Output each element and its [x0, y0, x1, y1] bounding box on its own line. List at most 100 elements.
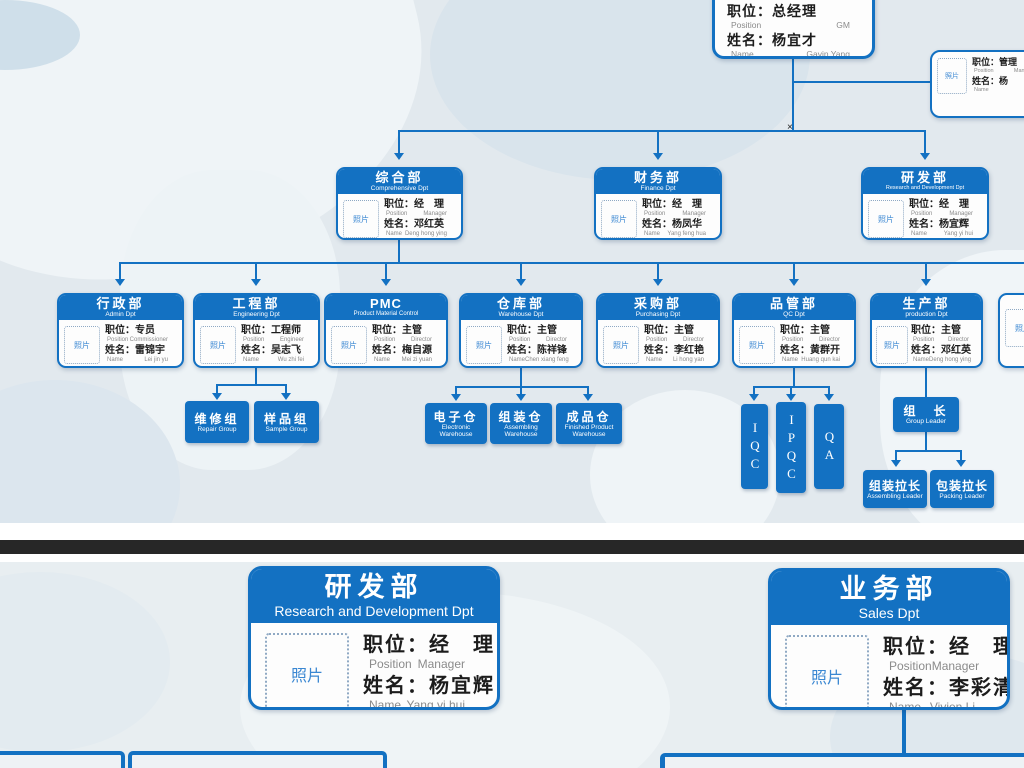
position-label: 职位： — [642, 199, 672, 210]
position-value: 经 理 — [949, 636, 1010, 658]
group-name-en: Packing Leader — [939, 492, 985, 500]
dept-name-cn: 工程部 — [232, 296, 281, 311]
position-label: 职位： — [909, 199, 939, 210]
name-value: 邓红英 — [941, 345, 971, 356]
connector-line — [925, 432, 927, 450]
group-name-cn: 样品组 — [263, 411, 309, 426]
arrow-down-icon — [653, 153, 663, 160]
position-value: 工程师 — [271, 325, 301, 336]
position-en-value: Manager — [949, 211, 973, 217]
name-value: 吴志飞 — [271, 345, 301, 356]
connector-line — [925, 368, 927, 397]
name-en-value: Vivien Li — [929, 700, 975, 710]
position-sub: PositionManagement — [972, 68, 1024, 76]
dept-name-en: QC Dpt — [783, 311, 805, 318]
name-en-value: Li hong yan — [672, 357, 704, 363]
group-box-qa: QA — [814, 404, 844, 489]
position-row: 职位：经 理 — [642, 199, 716, 211]
position-sub: Position Engineer — [241, 337, 314, 345]
position-en-label: Position — [243, 337, 265, 343]
position-en-label: Position — [644, 211, 666, 217]
dept-card-cutoff: 照片 — [998, 293, 1024, 368]
dept-name-en: Purchasing Dpt — [635, 311, 681, 318]
name-en-value: Deng hong ying — [929, 357, 972, 363]
dept-name-en: Research and Development Dpt — [885, 185, 965, 191]
arrow-down-icon — [749, 394, 759, 401]
position-row: 职位：主管 — [644, 325, 714, 337]
dept-name-en: production Dpt — [905, 311, 948, 318]
connector-line — [119, 262, 1024, 264]
name-en-value: Gavin Yang — [806, 49, 850, 59]
photo-placeholder: 照片 — [343, 200, 379, 238]
connector-line — [398, 130, 926, 132]
name-value: 陈祥锋 — [537, 345, 567, 356]
partial-box — [660, 753, 1024, 768]
name-value: 李红艳 — [674, 345, 704, 356]
name-value: 邓红英 — [414, 219, 444, 230]
name-en-value: Mei zi yuan — [401, 357, 432, 363]
connector-line — [925, 262, 927, 279]
position-en-value: Engineer — [279, 337, 304, 343]
position-row: 职位：总经理 — [727, 3, 864, 20]
group-box-iqc: IQC — [741, 404, 768, 489]
dept-name-cn: 研发部 — [324, 572, 424, 602]
position-value: 管理 — [999, 57, 1018, 67]
name-en-value: Lei jin yu — [144, 357, 168, 363]
dept-name-en: Product Material Control — [353, 311, 419, 317]
name-value: 杨宜才 — [772, 32, 817, 48]
position-label: 职位： — [241, 325, 271, 336]
connector-line — [902, 710, 906, 768]
position-en-label: Position — [731, 20, 762, 30]
connector-line — [895, 450, 897, 460]
dept-name-en: Research and Development Dpt — [274, 603, 474, 619]
name-en-value: Yang yi hui — [406, 698, 465, 710]
position-label: 职位： — [972, 57, 1000, 67]
connector-line — [895, 450, 962, 452]
position-row: 职位：经 理 — [883, 635, 1007, 659]
connector-line — [216, 384, 218, 393]
partial-box — [0, 751, 125, 768]
name-value: 雷锦宇 — [135, 345, 165, 356]
photo-placeholder: 照片 — [739, 326, 775, 364]
connector-line — [657, 262, 659, 279]
position-label: 职位： — [507, 325, 537, 336]
position-en-value: Commissioner — [129, 337, 168, 343]
name-label: 姓名： — [363, 675, 429, 697]
position-value: 经 理 — [414, 199, 444, 210]
connector-line — [398, 130, 400, 153]
position-en-label: Position — [646, 337, 668, 343]
name-label: 姓名： — [909, 219, 939, 230]
arrow-down-icon — [824, 394, 834, 401]
position-en-label: Position — [374, 337, 396, 343]
photo-placeholder: 照片 — [64, 326, 100, 364]
position-row: 职位：主管 — [911, 325, 979, 337]
arrow-down-icon — [281, 393, 291, 400]
name-value: 杨凤华 — [672, 219, 702, 230]
dept-name-cn: 仓库部 — [496, 296, 545, 311]
name-en-label: Name — [644, 231, 661, 237]
position-en-label: Position — [509, 337, 531, 343]
connector-line — [792, 81, 930, 83]
name-value: 杨宜辉 — [429, 675, 495, 697]
arrow-down-icon — [516, 279, 526, 286]
name-label: 姓名： — [241, 345, 271, 356]
group-box-group-leader: 组 长 Group Leader — [893, 397, 959, 432]
